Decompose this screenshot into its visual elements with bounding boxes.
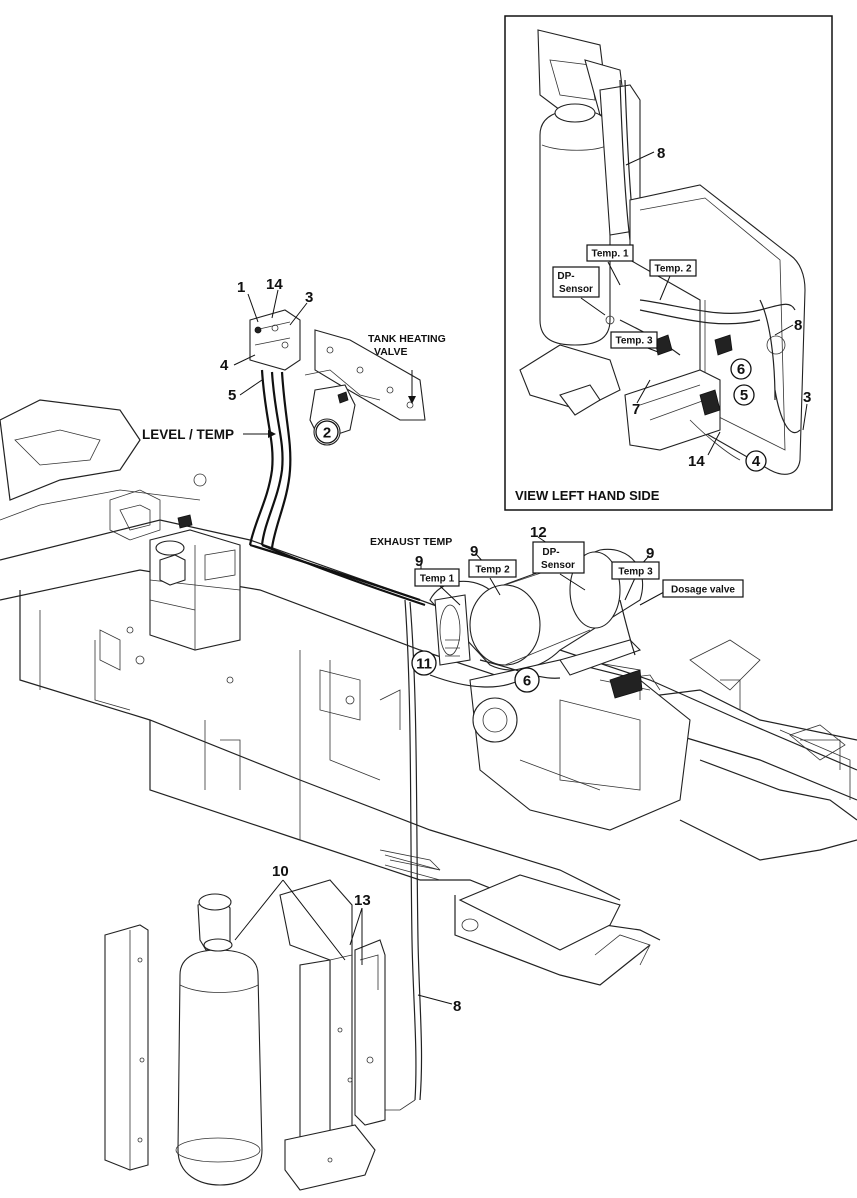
hose-bundle bbox=[248, 369, 441, 1111]
temp3-label: Temp 3 bbox=[618, 567, 653, 578]
callout-13: 13 bbox=[354, 892, 371, 909]
callout-1: 1 bbox=[237, 279, 245, 296]
callout-numbers: 1 14 3 4 5 8 8 3 7 14 9 9 12 9 10 13 8 bbox=[220, 145, 811, 1015]
inset-callout-4-text: 4 bbox=[752, 453, 761, 470]
inset-callout-8-right: 8 bbox=[794, 317, 802, 334]
callout-8-bottom: 8 bbox=[453, 998, 461, 1015]
muffler-assembly bbox=[104, 879, 386, 1191]
inset-callout-circle-4 bbox=[745, 450, 767, 472]
callout-11-text: 11 bbox=[416, 656, 432, 673]
temp1-box bbox=[414, 568, 460, 587]
inset-temp2-label: Temp. 2 bbox=[654, 264, 691, 275]
callout-4-top: 4 bbox=[220, 357, 229, 374]
def-tank bbox=[109, 489, 241, 651]
inset-temp2-box bbox=[649, 259, 697, 277]
inset-callout-3: 3 bbox=[803, 389, 811, 406]
inset-dp-sensor-label-2: Sensor bbox=[559, 284, 593, 295]
callout-9-a: 9 bbox=[415, 553, 423, 570]
callout-10: 10 bbox=[272, 863, 289, 880]
temp2-label: Temp 2 bbox=[475, 565, 510, 576]
callout-9-b: 9 bbox=[470, 543, 478, 560]
inset-callout-14: 14 bbox=[688, 453, 705, 470]
inset-temp3-label: Temp. 3 bbox=[615, 336, 652, 347]
dosing-module bbox=[249, 309, 426, 446]
dp-sensor-box bbox=[532, 541, 585, 574]
label-boxes: Temp 1 Temp 2 DP- Sensor Temp 3 Dosage v… bbox=[414, 244, 744, 598]
exhaust-temp-label: EXHAUST TEMP bbox=[370, 536, 452, 548]
inset-dp-sensor-label-1: DP- bbox=[557, 271, 574, 282]
dosage-valve-label: Dosage valve bbox=[671, 585, 735, 596]
inset-callout-circle-5 bbox=[733, 384, 755, 406]
temp2-box bbox=[468, 559, 517, 578]
inset-temp1-box bbox=[586, 244, 634, 262]
inset-temp1-label: Temp. 1 bbox=[591, 249, 628, 260]
temp1-label: Temp 1 bbox=[420, 574, 455, 585]
callout-5-top: 5 bbox=[228, 387, 236, 404]
callout-2-text: 2 bbox=[323, 425, 331, 442]
dp-sensor-label-2: Sensor bbox=[541, 560, 575, 571]
tank-heating-label-1: TANK HEATING bbox=[368, 333, 446, 345]
callout-circle-6 bbox=[514, 667, 540, 693]
callout-6-text: 6 bbox=[523, 673, 531, 690]
text-labels: TANK HEATING VALVE LEVEL / TEMP EXHAUST … bbox=[142, 333, 660, 548]
callout-9-c: 9 bbox=[646, 545, 654, 562]
dp-sensor-label-1: DP- bbox=[542, 547, 559, 558]
dosage-valve-box bbox=[662, 579, 744, 598]
callout-14-top: 14 bbox=[266, 276, 283, 293]
inset-callout-6-text: 6 bbox=[737, 361, 745, 378]
inset-callout-8-top: 8 bbox=[657, 145, 665, 162]
inset-temp3-box bbox=[610, 331, 658, 349]
inset-callout-7: 7 bbox=[632, 401, 640, 418]
callout-circles: 2 11 6 6 5 4 bbox=[315, 358, 767, 693]
chassis-frame bbox=[0, 399, 857, 986]
callout-circle-2 bbox=[315, 420, 339, 444]
callout-12: 12 bbox=[530, 524, 547, 541]
tank-heating-label-2: VALVE bbox=[374, 346, 407, 358]
inset-callout-5-text: 5 bbox=[740, 387, 748, 404]
inset-view-label: VIEW LEFT HAND SIDE bbox=[515, 488, 660, 503]
temp3-box bbox=[611, 561, 660, 580]
level-temp-label: LEVEL / TEMP bbox=[142, 427, 234, 442]
inset-callout-circle-6 bbox=[730, 358, 752, 380]
callout-circle-11 bbox=[411, 650, 437, 676]
aftertreatment-unit bbox=[429, 548, 691, 831]
callout-3-top: 3 bbox=[305, 289, 313, 306]
inset-dp-sensor-box bbox=[552, 266, 600, 298]
